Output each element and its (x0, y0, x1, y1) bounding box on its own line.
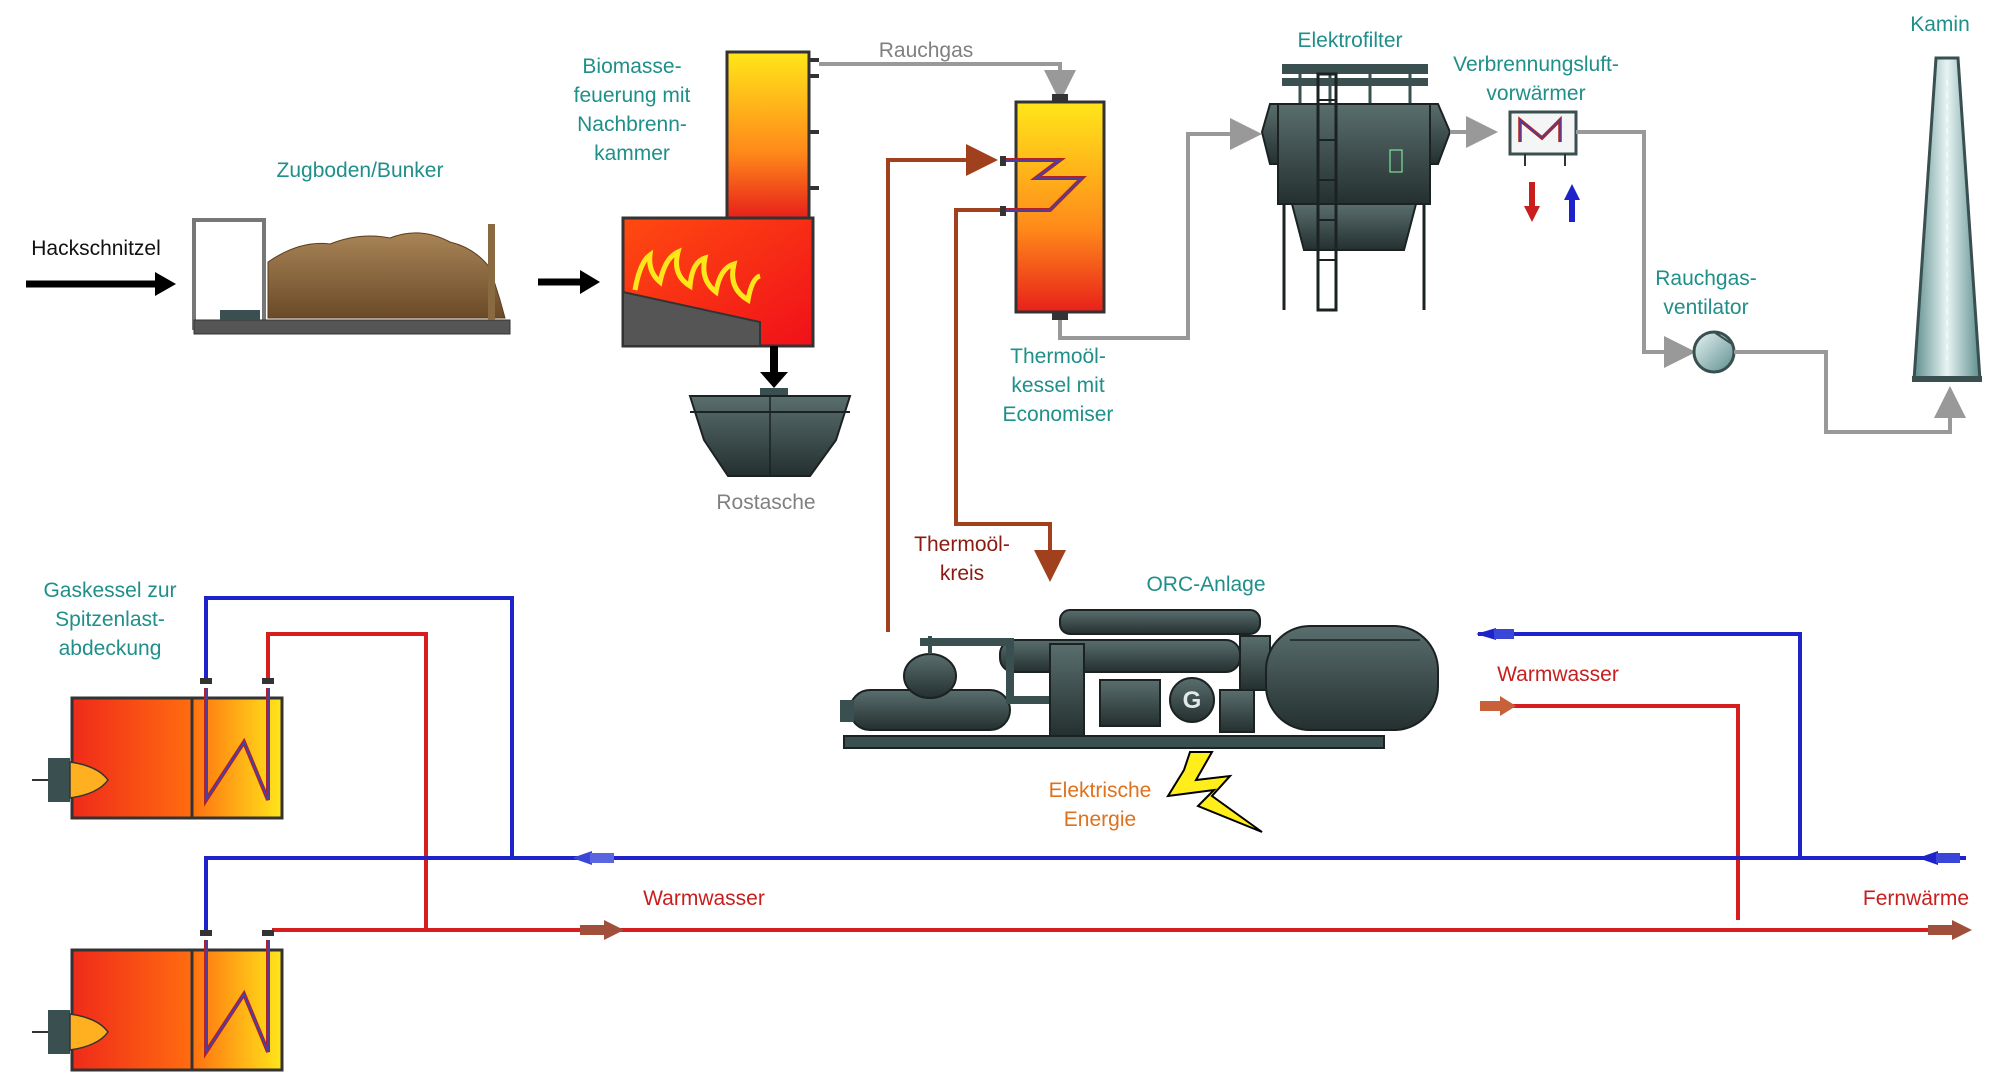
generator-label: G (1183, 687, 1202, 714)
main-cold-arrow-icon (572, 851, 614, 865)
label-vorwaermer: Verbrennungsluft- vorwärmer (1453, 53, 1619, 105)
electrostatic-filter (1260, 64, 1452, 312)
label-warmwasser-main: Warmwasser (643, 887, 765, 910)
flue-gas-line-1 (819, 62, 1076, 102)
label-orc: ORC-Anlage (1146, 573, 1266, 596)
label-ventilator: Rauchgas- ventilator (1655, 267, 1757, 319)
thermal-oil-boiler (1000, 94, 1106, 320)
label-kamin: Kamin (1910, 13, 1970, 36)
label-feuerung: Biomasse- feuerung mit Nachbrenn- kammer (573, 55, 691, 165)
gas-boiler-1-cold-line (204, 596, 514, 858)
gas-boiler-1 (32, 678, 284, 820)
label-elektrische-energie: Elektrische Energie (1048, 779, 1152, 831)
label-rauchgas: Rauchgas (878, 39, 974, 62)
bunker (192, 218, 511, 335)
biomass-furnace (621, 50, 819, 388)
flue-gas-line-4 (1576, 130, 1696, 368)
main-cold-inlet-arrow-icon (1918, 851, 1960, 865)
flue-gas-line-2 (1058, 118, 1262, 340)
thermal-oil-return (954, 208, 1066, 582)
orc-cold-arrow-icon (1476, 628, 1514, 640)
label-rostasche: Rostasche (716, 491, 816, 514)
label-elektrofilter: Elektrofilter (1297, 29, 1403, 52)
orc-plant (840, 609, 1439, 749)
gas-boiler-2 (32, 930, 284, 1072)
chimney (1912, 56, 1982, 382)
gas-boiler-1-hot-line (266, 632, 428, 930)
label-thermoelkessel: Thermoöl- kessel mit Economiser (1002, 345, 1114, 426)
orc-hot-arrow-icon (1480, 696, 1516, 716)
feed-arrow (538, 270, 600, 294)
orc-hot-water-line (1502, 704, 1740, 920)
label-fernwaerme: Fernwärme (1862, 887, 1970, 910)
hackschnitzel-arrow (26, 272, 176, 296)
label-hackschnitzel: Hackschnitzel (31, 237, 161, 260)
main-hot-outlet-arrow-icon (1928, 920, 1972, 940)
flue-gas-fan (1692, 330, 1736, 374)
flue-gas-line-5 (1734, 350, 1966, 434)
ash-container (688, 388, 852, 477)
thermal-oil-supply (886, 144, 998, 632)
air-preheater (1508, 110, 1578, 166)
label-thermoelkreis: Thermoöl- kreis (914, 533, 1010, 585)
gas-boiler-2-cold-line (204, 856, 574, 932)
lightning-icon (1166, 751, 1263, 833)
label-gaskessel: Gaskessel zur Spitzenlast- abdeckung (43, 579, 177, 660)
orc-cold-water-line (1478, 632, 1802, 858)
preheater-arrows (1524, 182, 1580, 222)
label-warmwasser-orc: Warmwasser (1497, 663, 1619, 686)
main-hot-arrow-icon (580, 920, 624, 940)
label-bunker: Zugboden/Bunker (276, 159, 444, 182)
